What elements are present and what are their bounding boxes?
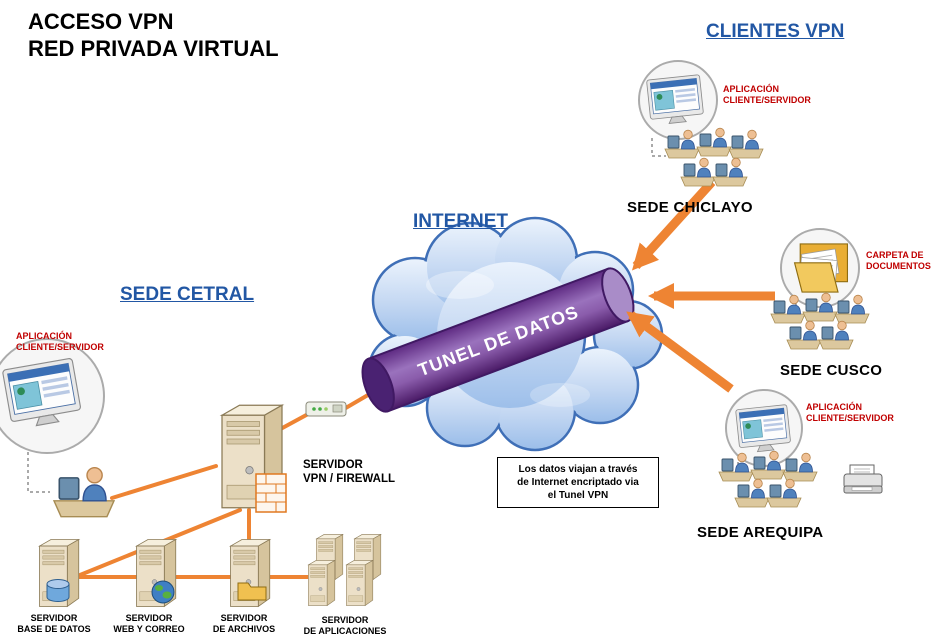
tag-chiclayo-app: APLICACIÓN CLIENTE/SERVIDOR: [723, 84, 811, 105]
tag-cusco-folder: CARPETA DE DOCUMENTOS: [866, 250, 931, 271]
server-farm: [39, 534, 382, 607]
label-vpn-firewall-server: SERVIDOR VPN / FIREWALL: [303, 459, 395, 485]
link-user-vpnserver: [110, 464, 218, 500]
internet-cloud: [367, 216, 664, 452]
database-cylinder-icon: [46, 579, 70, 602]
central-app-icon: [0, 338, 105, 454]
tag-arequipa-app: APLICACIÓN CLIENTE/SERVIDOR: [806, 402, 894, 423]
server-apps-icon: [308, 534, 382, 606]
globe-icon: [151, 580, 175, 604]
note-encryption: Los datos viajan a través de Internet en…: [497, 457, 659, 508]
site-arequipa-icons: [718, 389, 883, 508]
firewall-icon: [255, 473, 287, 513]
site-name-chiclayo: SEDE CHICLAYO: [627, 199, 753, 216]
small-folder-icon: [237, 582, 267, 601]
heading-clientes-vpn: CLIENTES VPN: [706, 21, 845, 42]
site-cusco-icons: [770, 228, 870, 350]
site-name-cusco: SEDE CUSCO: [780, 362, 883, 379]
arrow-arequipa: [626, 311, 734, 393]
site-chiclayo-icons: [638, 60, 764, 187]
vpn-arrows: [626, 178, 775, 393]
label-server-database: SERVIDOR BASE DE DATOS: [17, 613, 91, 634]
tag-central-app: APLICACIÓN CLIENTE/SERVIDOR: [16, 331, 104, 352]
modem-icon: [305, 401, 347, 417]
vpn-firewall-server-icon: [221, 404, 287, 513]
label-server-apps: SERVIDOR DE APLICACIONES: [303, 615, 387, 636]
label-server-files: SERVIDOR DE ARCHIVOS: [212, 613, 276, 634]
site-name-arequipa: SEDE AREQUIPA: [697, 524, 824, 541]
label-server-web-mail: SERVIDOR WEB Y CORREO: [113, 613, 185, 634]
arrow-chiclayo: [631, 178, 716, 271]
central-user-icon: [53, 466, 115, 518]
printer-icon: [843, 464, 883, 494]
heading-sede-central: SEDE CETRAL: [120, 284, 255, 305]
heading-internet: INTERNET: [413, 211, 508, 232]
page-title: ACCESO VPN RED PRIVADA VIRTUAL: [28, 9, 279, 61]
